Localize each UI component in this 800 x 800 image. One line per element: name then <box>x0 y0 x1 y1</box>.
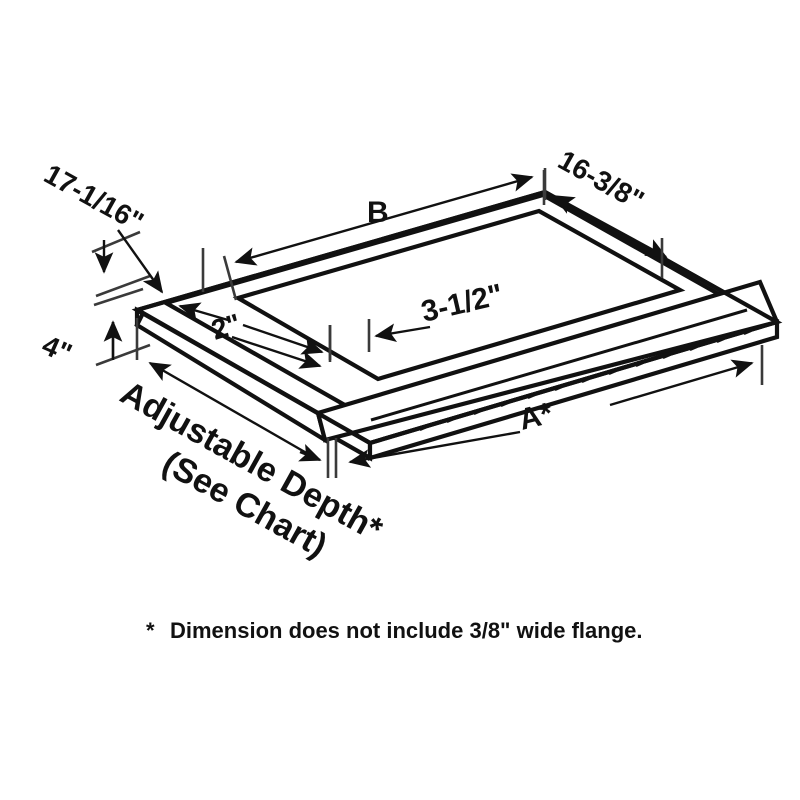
ext-tick-B-left <box>222 255 238 301</box>
label-17-1-16: 17-1/16" <box>39 158 149 238</box>
depth-leader-line-2 <box>298 443 322 462</box>
dim-line-A-right <box>609 359 754 407</box>
dim-line-B <box>234 173 534 266</box>
dim-line-2-left <box>178 302 229 322</box>
flange-bead-texture <box>419 329 752 432</box>
dimension-3-1-2 <box>328 319 431 362</box>
dim-leader-diagonal <box>117 229 164 294</box>
skirt-crease-right <box>317 280 761 415</box>
dim-line-3-1-2 <box>374 323 431 342</box>
ext-tick-bottom <box>95 343 151 367</box>
label-A: A* <box>516 397 557 437</box>
dimension-17-1-16 <box>91 229 205 298</box>
dim-line-16-3-8 <box>552 194 668 259</box>
label-B: B <box>367 196 389 229</box>
flange-bead-front-right <box>370 308 748 422</box>
flange-rim-front-right <box>369 319 778 446</box>
dim-line-A-left <box>348 430 521 468</box>
ext-tick-top <box>93 287 144 307</box>
label-4-inch: 4" <box>38 329 77 369</box>
dimension-16-3-8 <box>543 168 668 278</box>
ext-tick-a <box>91 230 141 254</box>
footnote-marker: * <box>146 618 155 643</box>
ext-tick-b <box>95 274 151 298</box>
opening-wall-front <box>377 288 681 381</box>
depth-leader-line <box>148 361 311 457</box>
skirt-crease-center <box>316 412 327 441</box>
dimension-4-inch <box>93 287 151 367</box>
footnote-text: Dimension does not include 3/8" wide fla… <box>170 618 643 643</box>
dim-line-2-lower <box>231 335 322 369</box>
dimension-A <box>326 345 764 478</box>
dimension-adjustable-depth <box>148 361 322 462</box>
dim-line-2-right <box>242 323 324 355</box>
flange-rim-front-left <box>135 308 372 445</box>
